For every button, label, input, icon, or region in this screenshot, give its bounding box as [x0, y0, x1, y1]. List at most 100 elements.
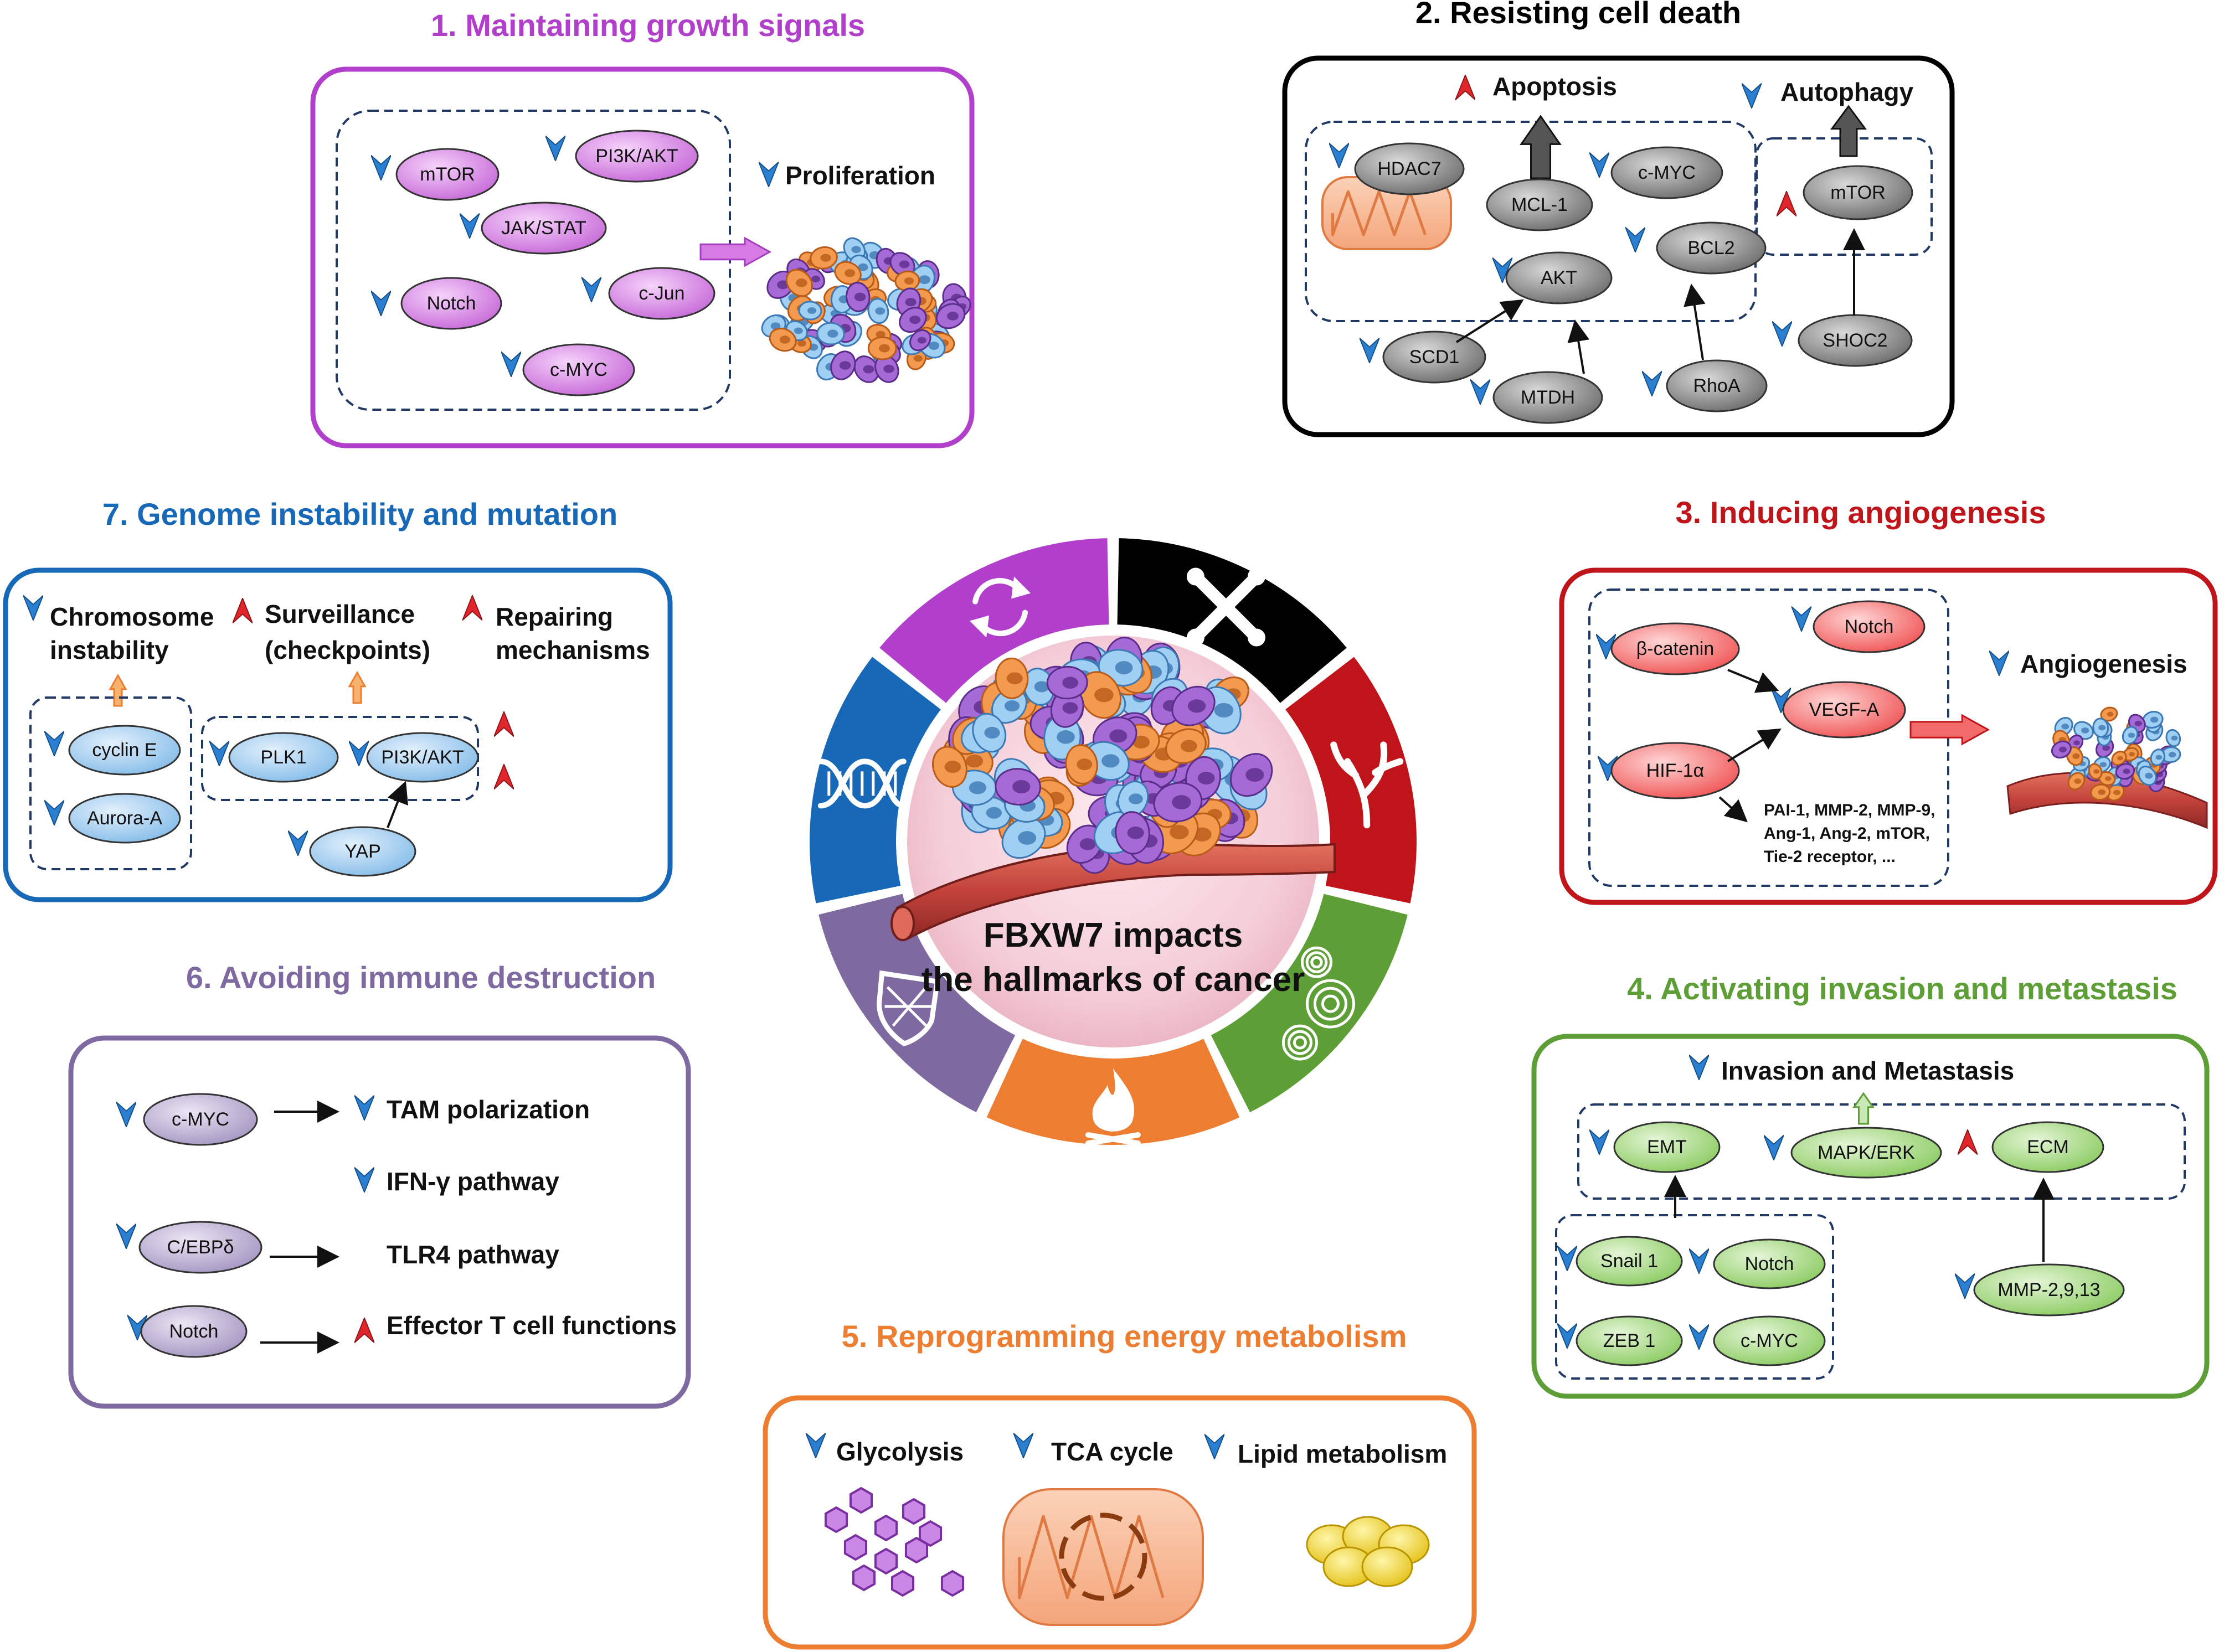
cell-nucleus — [2098, 789, 2106, 795]
cell-nucleus — [1006, 672, 1023, 685]
glucose-hexagon — [824, 1506, 848, 1534]
node-yap: YAP — [309, 826, 416, 877]
cell-nucleus — [2098, 725, 2106, 731]
arrow-rhoa-bcl2 — [1684, 283, 1706, 360]
cell-nucleus — [1034, 681, 1049, 693]
node-notch-3: Notch — [1713, 1238, 1826, 1289]
node-ecm: ECM — [1991, 1121, 2104, 1173]
invasion-label: Invasion and Metastasis — [1721, 1056, 2014, 1085]
cell-nucleus — [858, 263, 868, 271]
flame — [1092, 1068, 1135, 1132]
arrow-catenin-vegf — [1727, 669, 1779, 693]
cell-nucleus — [845, 269, 856, 277]
center-tumor-cluster — [932, 637, 1273, 874]
flame-icon — [1085, 1068, 1141, 1146]
proliferation-arrow — [699, 236, 772, 267]
instability-label: instability — [50, 636, 169, 664]
node-mtor: mTOR — [395, 148, 500, 201]
dna-strand-1 — [817, 758, 907, 809]
cell-nucleus — [913, 355, 923, 362]
mapk-invasion-arrow — [1852, 1092, 1875, 1125]
node-mtdh-label: MTDH — [1521, 387, 1575, 408]
node-c-myc-3: c-MYC — [1713, 1315, 1826, 1366]
node-mapk-erk-label: MAPK/ERK — [1818, 1142, 1915, 1163]
node-pi3k-akt-2-label: PI3K/AKT — [381, 747, 464, 768]
bone-knob — [1247, 567, 1265, 586]
glucose-hexagon — [890, 1570, 915, 1597]
node-mtor-2-shape — [1803, 165, 1913, 220]
tca-cycle-icon — [1059, 1512, 1147, 1601]
node-mcl1-shape — [1486, 178, 1593, 231]
node-c-myc-2: c-MYC — [1610, 146, 1723, 199]
mechanisms-label: mechanisms — [496, 636, 650, 664]
node-cyclin-e-label: cyclin E — [92, 740, 157, 761]
glucose-hexagon — [940, 1570, 965, 1597]
proliferation-label: Proliferation — [785, 161, 935, 190]
node-mcl1-label: MCL-1 — [1511, 194, 1568, 215]
node-shoc2: SHOC2 — [1798, 314, 1913, 367]
cell-nucleus — [2123, 768, 2130, 775]
surveillance-arrow — [348, 670, 367, 704]
node-c-myc: c-MYC — [522, 343, 635, 396]
arrow-hif-targets — [1718, 796, 1748, 823]
tca-label: TCA cycle — [1051, 1437, 1173, 1466]
angio-targets-3: Tie-2 receptor, ... — [1764, 848, 1896, 866]
bone-2 — [1192, 573, 1260, 641]
arrow-scd1-akt — [1455, 299, 1524, 343]
cell-nucleus — [2072, 753, 2080, 759]
dna-icon — [817, 758, 907, 809]
node-pi3k-akt-2-shape — [366, 732, 479, 783]
node-mtdh: MTDH — [1492, 371, 1603, 424]
node-aurora-a-shape — [68, 793, 181, 844]
cell-nucleus — [876, 331, 886, 338]
node-snail1-label: Snail 1 — [1600, 1251, 1658, 1272]
wheel-segment-7 — [810, 657, 941, 904]
cell-nucleus — [820, 254, 831, 262]
lipid-label: Lipid metabolism — [1238, 1439, 1447, 1468]
rings-icon — [1281, 946, 1355, 1061]
node-rhoa-shape — [1666, 359, 1768, 412]
cell-nucleus — [863, 365, 874, 374]
cell-nucleus — [875, 307, 886, 315]
node-shoc2-label: SHOC2 — [1823, 330, 1887, 351]
node-emt-shape — [1613, 1121, 1721, 1173]
node-notch-3-label: Notch — [1745, 1253, 1794, 1274]
angio-cell-cluster — [2051, 706, 2181, 802]
cell-nucleus — [2107, 711, 2114, 717]
node-notch-label: Notch — [427, 293, 476, 314]
cell-nucleus — [777, 280, 789, 290]
cell-nucleus — [839, 361, 851, 370]
shield-icon — [877, 970, 940, 1046]
node-c-myc-label: c-MYC — [550, 359, 608, 380]
glucose-hexagon — [849, 1486, 873, 1514]
vessel-branches — [1330, 741, 1404, 829]
cell-nucleus — [1094, 688, 1114, 703]
panel5-title: 5. Reprogramming energy metabolism — [842, 1319, 1407, 1354]
vessel-icon — [1330, 741, 1404, 829]
checkpoints-label: (checkpoints) — [265, 636, 430, 664]
cell-nucleus — [904, 277, 914, 285]
panel7-title: 7. Genome instability and mutation — [102, 497, 617, 531]
cell-nucleus — [1172, 795, 1191, 810]
cell-nucleus — [919, 275, 931, 285]
node-zeb1-label: ZEB 1 — [1603, 1330, 1655, 1351]
node-akt-label: AKT — [1541, 267, 1577, 288]
node-emt: EMT — [1613, 1121, 1721, 1173]
ring — [1281, 1024, 1318, 1061]
node-snail1-shape — [1576, 1236, 1683, 1287]
cell-nucleus — [1181, 740, 1197, 752]
cell-nucleus — [2155, 755, 2163, 760]
lipid-droplets — [1306, 1516, 1430, 1587]
cell-nucleus — [2168, 752, 2176, 758]
cell-nucleus — [1062, 702, 1078, 714]
node-beta-catenin-label: β-catenin — [1636, 638, 1715, 659]
node-notch-2-label: Notch — [1845, 616, 1894, 637]
node-plk1: PLK1 — [228, 732, 339, 783]
cell-nucleus — [1127, 826, 1144, 839]
cell-nucleus — [1170, 825, 1189, 840]
node-c-myc-4-label: c-MYC — [172, 1109, 229, 1130]
proliferation-cell-cluster — [761, 237, 971, 383]
node-jak-stat-shape — [481, 202, 607, 255]
bone-knob — [1186, 567, 1204, 586]
cell-nucleus — [851, 246, 861, 254]
